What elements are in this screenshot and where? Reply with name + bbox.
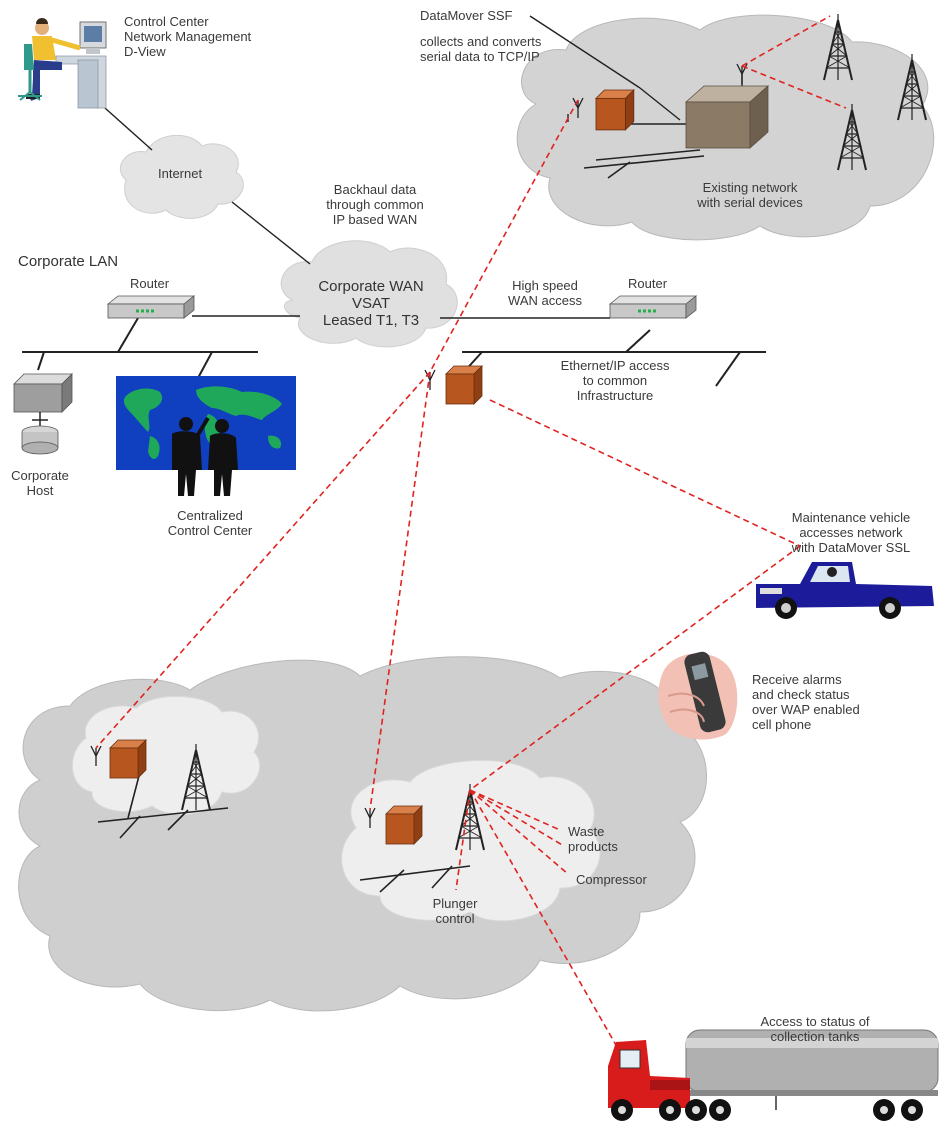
plunger-control-label: Plunger control [432, 896, 478, 926]
collection-tanks-label: Access to status of collection tanks [760, 1014, 870, 1044]
internet-label: Internet [158, 166, 203, 181]
maintenance-vehicle-icon [756, 562, 934, 619]
wap-cell-phone-icon [658, 651, 738, 740]
router-left [106, 294, 196, 320]
control-center-label: Control Center Network Management D-View [124, 14, 252, 59]
backhaul-label: Backhaul data through common IP based WA… [326, 182, 424, 227]
wired-links [95, 15, 743, 319]
datamover-ssf-label: DataMover SSF [420, 8, 513, 23]
compressor-label: Compressor [576, 872, 647, 887]
radio-links [95, 15, 847, 1081]
corporate-host-label: Corporate Host [11, 468, 69, 498]
existing-network-radio-box [595, 89, 635, 131]
receive-alarms-label: Receive alarms and check status over WAP… [752, 672, 860, 732]
corporate-wan-cloud [280, 240, 458, 348]
router-left-label: Router [130, 276, 170, 291]
hub-radio-box [445, 365, 483, 405]
router-right-label: Router [628, 276, 668, 291]
centralized-control-center-label: Centralized Control Center [167, 508, 253, 538]
corporate-lan-label: Corporate LAN [18, 253, 119, 270]
high-speed-wan-label: High speed WAN access [508, 278, 582, 308]
corporate-lan-bus [22, 317, 766, 387]
corporate-host [13, 373, 73, 455]
people-silhouettes-icon [172, 416, 238, 496]
network-management-operator-icon [18, 18, 107, 109]
field-site-center [359, 783, 485, 893]
datamover-ssf-device [684, 85, 770, 149]
field-subcloud-left [72, 695, 261, 816]
corporate-wan-label: Corporate WAN VSAT Leased T1, T3 [318, 278, 424, 329]
router-right [608, 294, 698, 320]
internet-cloud [119, 134, 244, 219]
field-site-left [90, 739, 229, 839]
waste-products-label: Waste products [568, 824, 618, 854]
field-subcloud-center [341, 759, 601, 922]
maintenance-vehicle-label: Maintenance vehicle accesses network wit… [791, 510, 911, 555]
tanker-truck-icon [608, 1029, 939, 1121]
collects-converts-label: collects and converts serial data to TCP… [420, 34, 542, 64]
existing-network-bus [583, 155, 705, 179]
ethernet-ip-access-label: Ethernet/IP access to common Infrastruct… [560, 358, 670, 403]
existing-network-label: Existing network with serial devices [697, 180, 803, 210]
